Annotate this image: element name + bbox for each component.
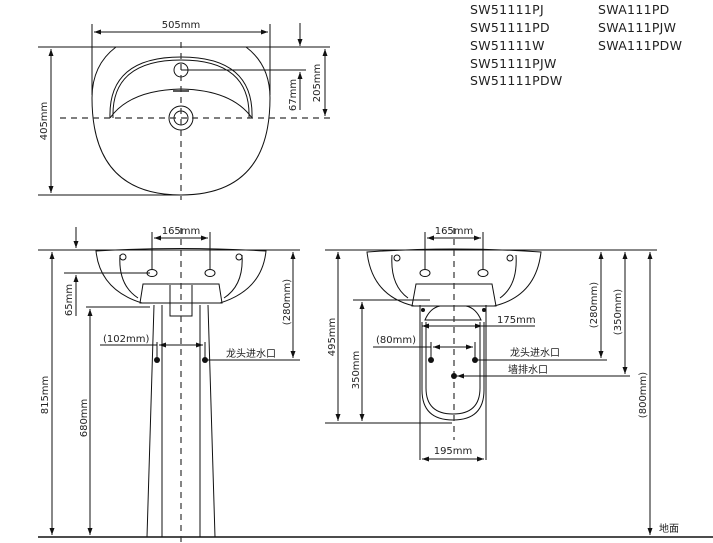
inlet-spacing-dimension: (102mm) <box>103 334 149 345</box>
inlet-height-dimension: (280mm) <box>282 279 293 325</box>
tap-spacing-dimension: 165mm <box>162 226 201 237</box>
model-number: SWA111PJW <box>598 20 676 35</box>
inlet-label: 龙头进水口 <box>510 346 560 359</box>
model-number: SW51111W <box>470 38 545 53</box>
model-number: SW51111PDW <box>470 73 563 88</box>
model-list: SW51111PJ SW51111PD SW51111W SW51111PJW … <box>470 2 682 88</box>
total-height-dimension: 815mm <box>40 376 51 415</box>
pedestal-height-dimension: 680mm <box>79 399 90 438</box>
tap-depth-dimension: 65mm <box>64 284 75 316</box>
tap-offset-dimension: 67mm <box>288 79 299 111</box>
model-number: SW51111PD <box>470 20 550 35</box>
model-number: SWA111PDW <box>598 38 682 53</box>
depth-dimension: 405mm <box>39 102 50 141</box>
width-dimension: 505mm <box>162 20 201 31</box>
total-height-dimension: 495mm <box>327 318 338 357</box>
front-view: 165mm 65mm 815mm 680mm (102mm) 龙头进水口 (28… <box>38 226 330 543</box>
shroud-height-dimension: 350mm <box>351 351 362 390</box>
wall-hung-view: 165mm 495mm 350mm 175mm (80mm) 龙头进水口 墙排水… <box>325 226 713 538</box>
shroud-inner-width-dimension: 175mm <box>497 315 536 326</box>
inlet-label: 龙头进水口 <box>226 347 276 360</box>
top-view: 505mm 405mm 67mm 205mm <box>38 20 330 200</box>
mount-height-dimension: (800mm) <box>638 372 649 418</box>
model-number: SW51111PJW <box>470 56 557 71</box>
model-number: SWA111PD <box>598 2 670 17</box>
drain-offset-dimension: 205mm <box>312 64 323 103</box>
drain-label: 墙排水口 <box>508 363 548 376</box>
inlet-height-dimension: (280mm) <box>589 282 600 328</box>
model-number: SW51111PJ <box>470 2 544 17</box>
shroud-width-dimension: 195mm <box>434 446 473 457</box>
tap-spacing-dimension: 165mm <box>435 226 474 237</box>
drain-height-dimension: (350mm) <box>613 289 624 335</box>
inlet-spacing-dimension: (80mm) <box>376 335 416 346</box>
floor-label: 地面 <box>659 522 679 535</box>
